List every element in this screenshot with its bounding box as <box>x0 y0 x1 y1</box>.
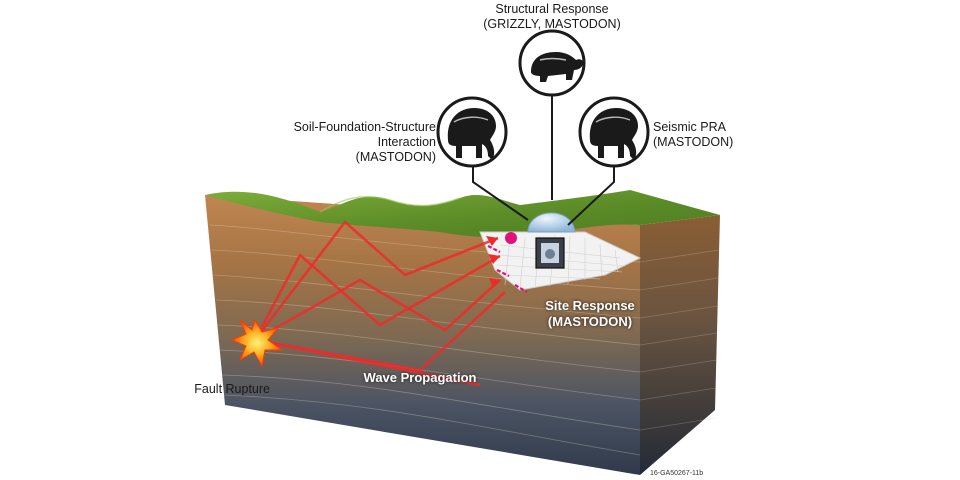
figure-id: 16-GA50267-11b <box>650 470 704 477</box>
grizzly-bear-icon <box>518 29 586 97</box>
seismic-pra-label: Seismic PRA (MASTODON) <box>653 120 734 149</box>
strata-lines <box>209 224 641 456</box>
sfsi-label: Soil-Foundation-Structure Interaction (M… <box>293 120 436 164</box>
connector-lines <box>472 92 615 226</box>
soil-block-side <box>640 215 720 475</box>
wave-propagation-label: Wave Propagation <box>363 370 477 385</box>
site-response-markers <box>487 245 528 293</box>
site-response-label: Site Response (MASTODON) <box>545 298 635 329</box>
sfsi-marker-dot <box>505 232 517 244</box>
side-strata-lines <box>639 249 720 431</box>
wave-arrowheads <box>486 236 500 288</box>
mammoth-icon-right <box>578 96 650 168</box>
wave-rays <box>253 220 506 387</box>
building-dome <box>527 212 576 233</box>
mammoth-icon-left <box>436 96 508 168</box>
grass-ridge <box>319 196 461 213</box>
fault-rupture-label: Fault Rupture <box>194 382 270 396</box>
fault-rupture-burst <box>230 318 284 368</box>
structural-response-label: Structural Response (GRIZZLY, MASTODON) <box>483 2 621 31</box>
